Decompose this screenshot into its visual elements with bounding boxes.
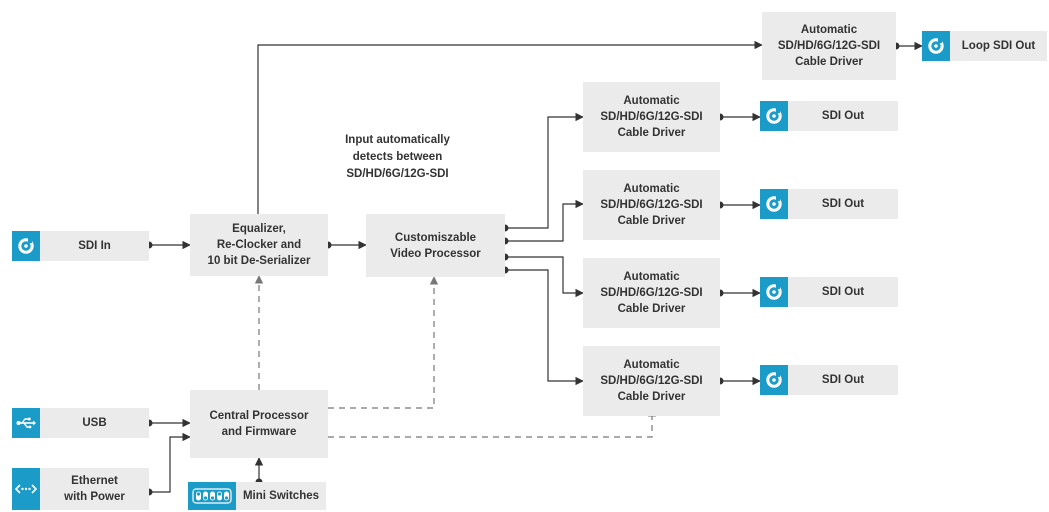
usb-label: USB — [82, 417, 107, 429]
usb-port: USB — [12, 408, 149, 438]
usb-icon — [12, 408, 40, 438]
sdi-out-port-1: SDI Out — [760, 101, 898, 131]
video-processor-block: Customiszable Video Processor — [366, 214, 505, 277]
bnc-connector-icon — [760, 101, 788, 131]
bnc-connector-icon — [922, 31, 950, 61]
sdi-out-port-4: SDI Out — [760, 365, 898, 395]
video-processor-label: Customiszable Video Processor — [390, 231, 481, 260]
ethernet-icon — [12, 468, 40, 510]
cable-driver-block-3: Automatic SD/HD/6G/12G-SDI Cable Driver — [583, 258, 720, 328]
central-processor-label: Central Processor and Firmware — [209, 410, 309, 438]
sdi-out-label: SDI Out — [821, 110, 865, 122]
equalizer-label: Equalizer, Re-Clocker and 10 bit De-Seri… — [207, 223, 311, 267]
ethernet-port: Ethernet with Power — [12, 468, 149, 510]
cable-driver-label: Automatic SD/HD/6G/12G-SDI Cable Driver — [600, 95, 703, 139]
ethernet-label: Ethernet with Power — [64, 475, 125, 503]
loop-sdi-out-label: Loop SDI Out — [961, 40, 1036, 52]
sdi-out-label: SDI Out — [821, 286, 865, 298]
bnc-connector-icon — [760, 189, 788, 219]
bnc-connector-icon — [760, 277, 788, 307]
loop-sdi-out-port: Loop SDI Out — [922, 31, 1047, 61]
sdi-in-port: SDI In — [12, 231, 149, 261]
bnc-connector-icon — [760, 365, 788, 395]
sdi-out-label: SDI Out — [821, 198, 865, 210]
central-processor-block: Central Processor and Firmware — [190, 390, 328, 458]
mini-switches-label: Mini Switches — [242, 490, 320, 502]
sdi-out-port-3: SDI Out — [760, 277, 898, 307]
sdi-in-label: SDI In — [78, 240, 111, 252]
loop-cable-driver-block: Automatic SD/HD/6G/12G-SDI Cable Driver — [762, 12, 896, 80]
cable-driver-block-2: Automatic SD/HD/6G/12G-SDI Cable Driver — [583, 170, 720, 240]
sdi-out-label: SDI Out — [821, 374, 865, 386]
input-detection-note: Input automatically detects between SD/H… — [345, 134, 450, 180]
cable-driver-block-1: Automatic SD/HD/6G/12G-SDI Cable Driver — [583, 82, 720, 152]
dip-switch-icon — [188, 482, 236, 510]
cable-driver-label: Automatic SD/HD/6G/12G-SDI Cable Driver — [600, 359, 703, 403]
cable-driver-label: Automatic SD/HD/6G/12G-SDI Cable Driver — [600, 183, 703, 227]
bnc-connector-icon — [12, 231, 40, 261]
equalizer-block: Equalizer, Re-Clocker and 10 bit De-Seri… — [190, 214, 328, 276]
sdi-out-port-2: SDI Out — [760, 189, 898, 219]
loop-cable-driver-label: Automatic SD/HD/6G/12G-SDI Cable Driver — [777, 24, 881, 68]
cable-driver-label: Automatic SD/HD/6G/12G-SDI Cable Driver — [600, 271, 703, 315]
mini-switches: Mini Switches — [188, 482, 326, 510]
cable-driver-block-4: Automatic SD/HD/6G/12G-SDI Cable Driver — [583, 346, 720, 416]
